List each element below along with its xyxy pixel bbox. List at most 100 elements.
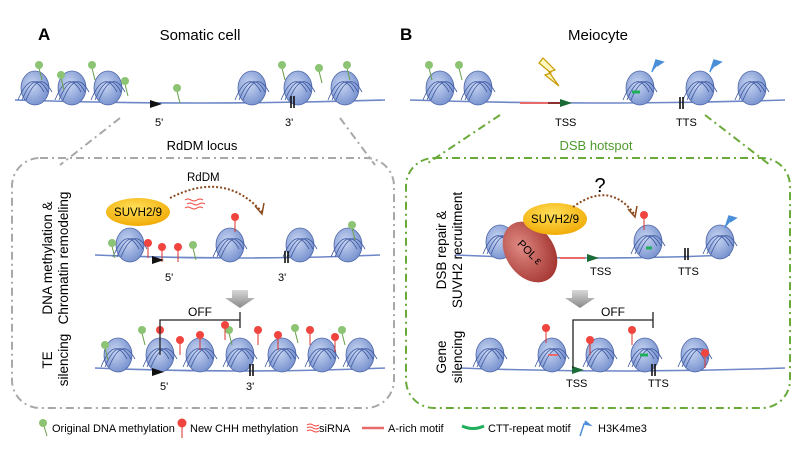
histone-core (93, 70, 123, 106)
dna-wrap (280, 81, 308, 101)
dna-wrap (706, 235, 734, 255)
head (144, 239, 152, 247)
stem (318, 70, 323, 84)
dna-wrap (690, 81, 718, 101)
stem (111, 245, 116, 259)
dna-wrap (272, 348, 300, 368)
histone-core (285, 227, 315, 263)
histone-core (685, 70, 715, 106)
dna-wrap (682, 81, 710, 101)
head (425, 61, 433, 69)
histone-core (463, 70, 493, 106)
legend-label: H3K4me3 (598, 423, 647, 435)
histone-core (307, 337, 337, 373)
legend-label: Original DNA methylation (52, 423, 175, 435)
five-prime-label: 5' (155, 117, 163, 129)
nucleosome (264, 337, 300, 373)
dna-wrap (242, 81, 270, 101)
original-methylation-icon (225, 326, 233, 346)
dna-wrap (116, 238, 144, 258)
head (88, 61, 96, 69)
head (196, 331, 204, 339)
tts-mark-icon (249, 364, 254, 376)
histone-core (57, 70, 87, 106)
dna-wrap (480, 348, 508, 368)
dna-wrap (686, 81, 714, 101)
tts-mark-icon (290, 96, 295, 108)
protein-label: SUVH2/9 (114, 207, 162, 219)
dna-wrap (460, 81, 488, 101)
dna-wrap (430, 81, 458, 101)
new-chh-methylation-icon (586, 336, 594, 355)
label-line: silencing (450, 331, 465, 384)
stem (60, 77, 65, 91)
dna-wrap (112, 238, 140, 258)
head (173, 84, 181, 92)
dna-wrap (100, 348, 128, 368)
histone-core (115, 227, 145, 263)
panel-b-letter: B (400, 25, 412, 44)
original-methylation-icon (57, 71, 65, 91)
new-chh-methylation-icon (221, 321, 229, 340)
head (701, 349, 709, 357)
dsb-hotspot-box (405, 157, 791, 409)
histone-core (103, 337, 133, 373)
nucleosome (422, 70, 458, 106)
dna-wrap (90, 81, 118, 101)
original-methylation-icon (173, 84, 181, 104)
legend-label: siRNA (319, 423, 351, 435)
legend-label: New CHH methylation (190, 423, 298, 435)
dna-wrap (304, 348, 332, 368)
nucleosome (682, 70, 718, 106)
nucleosome (327, 70, 363, 106)
dna-wrap (308, 348, 336, 368)
original-methylation-icon (101, 341, 109, 361)
tts-label: TTS (678, 266, 699, 278)
nucleosome (342, 337, 378, 373)
h3k4me3-flag-icon (724, 215, 738, 229)
nucleosome (100, 337, 136, 373)
nucleosome (212, 227, 248, 263)
new-chh-methylation-icon (196, 331, 204, 350)
tts-mark-icon (651, 364, 656, 376)
three-prime-label: 3' (285, 117, 293, 129)
stem (91, 67, 96, 81)
dna-wrap (104, 348, 132, 368)
dna-wrap (627, 348, 655, 368)
h3k4me3-flag-icon (709, 59, 723, 73)
dna-wrap (350, 348, 378, 368)
head (542, 324, 550, 332)
stem (104, 347, 109, 361)
dna-wrap (220, 238, 248, 258)
stem (346, 67, 351, 81)
dna-wrap (622, 81, 650, 101)
dna-wrap (230, 348, 258, 368)
legend-label: CTT-repeat motif (488, 423, 571, 435)
stem (428, 67, 433, 81)
dna-wrap (216, 238, 244, 258)
nucleosome (222, 337, 258, 373)
nucleosome (304, 337, 340, 373)
legend-label: A-rich motif (388, 423, 445, 435)
dna-wrap (685, 348, 713, 368)
legend-item: H3K4me3 (579, 420, 647, 437)
dna-wrap (638, 235, 666, 255)
histone-core (475, 337, 505, 373)
stem (38, 67, 43, 81)
original-methylation-icon (278, 61, 286, 81)
h3k4me3-flag-icon (579, 420, 593, 437)
label-line: Chromatin remodeling (56, 192, 71, 325)
new-chh-methylation-icon (274, 331, 282, 350)
dna-wrap (590, 348, 618, 368)
histone-core (330, 70, 360, 106)
stem (294, 330, 299, 344)
step1-label-a: DNA methylation & Chromatin remodeling (40, 192, 71, 325)
dna-wrap (476, 348, 504, 368)
stem (192, 247, 197, 261)
dna-wrap (330, 238, 358, 258)
three-prime-label: 3' (246, 381, 254, 393)
nucleosome (677, 337, 713, 373)
dna-wrap (738, 81, 766, 101)
head (278, 61, 286, 69)
arrowhead-icon (627, 205, 638, 219)
